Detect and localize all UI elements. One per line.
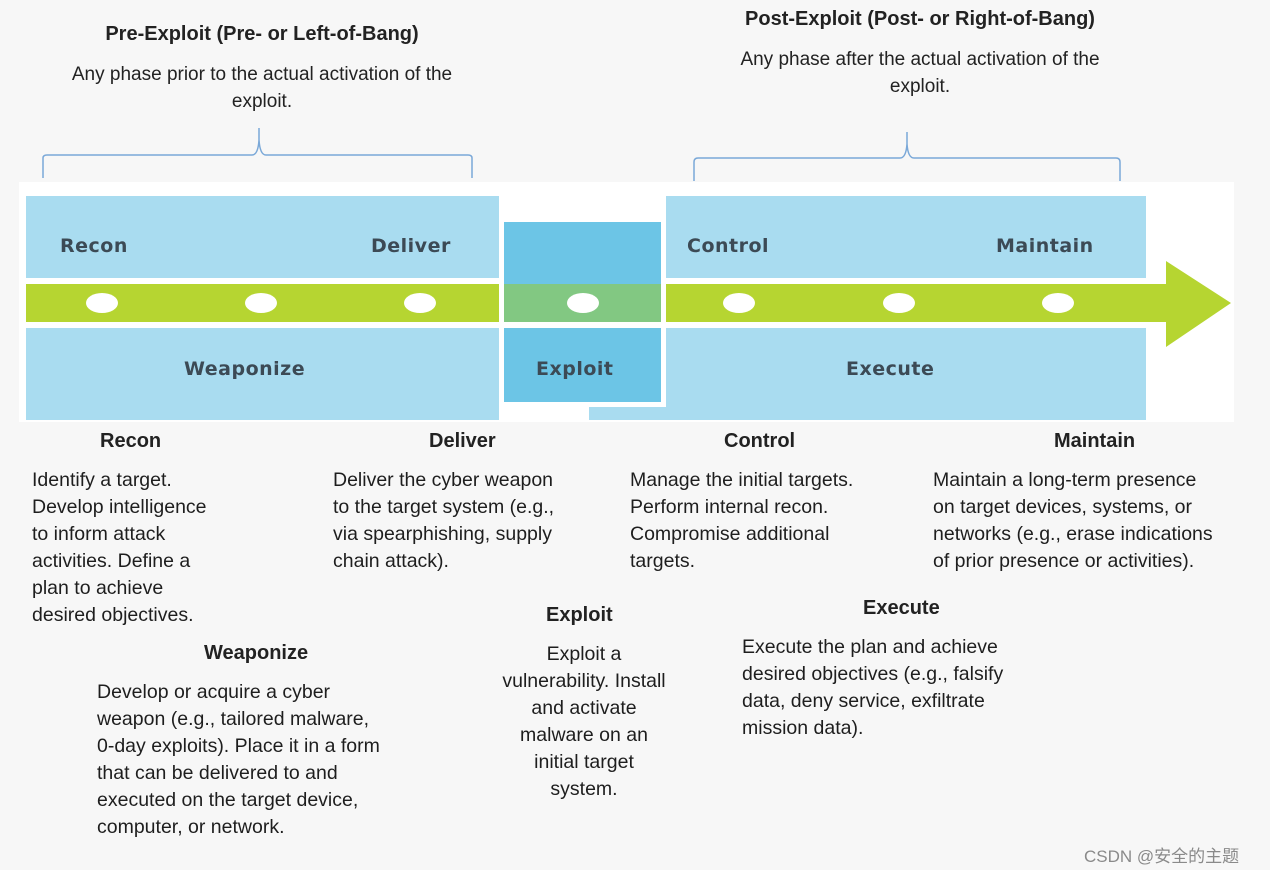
band-label-control: Control [687, 235, 770, 257]
step-title-maintain: Maintain [1054, 430, 1136, 452]
top-band-right [666, 196, 1146, 278]
post-exploit-bracket [693, 132, 1121, 181]
step-desc-recon: Identify a target. Develop intelligence … [32, 467, 272, 629]
step-desc-line: weapon (e.g., tailored malware, [97, 708, 370, 730]
band-label-deliver: Deliver [371, 235, 451, 257]
step-title-recon: Recon [100, 430, 162, 452]
exploit-box-top [504, 222, 661, 284]
step-desc-line: Exploit a [546, 643, 622, 665]
timeline-dot-6 [883, 293, 915, 313]
step-desc-line: 0-day exploits). Place it in a form [97, 735, 380, 757]
step-desc-line: computer, or network. [97, 816, 285, 838]
step-desc-line: targets. [630, 550, 696, 572]
step-desc-line: desired objectives (e.g., falsify [742, 663, 1004, 685]
timeline-dot-3 [404, 293, 436, 313]
timeline-dot-7 [1042, 293, 1074, 313]
step-desc-line: mission data). [742, 717, 864, 739]
step-desc-line: of prior presence or activities). [933, 550, 1195, 572]
timeline-dot-5 [723, 293, 755, 313]
pre-exploit-title: Pre-Exploit (Pre- or Left-of-Bang) [105, 23, 419, 45]
exploit-box-bottom [504, 328, 661, 402]
step-desc-line: Perform internal recon. [630, 496, 829, 518]
timeline-dot-1 [86, 293, 118, 313]
step-desc-execute: Execute the plan and achieve desired obj… [742, 634, 1062, 742]
pre-exploit-desc: Any phase prior to the actual activation… [12, 61, 512, 115]
bottom-band-left [26, 328, 499, 420]
step-desc-line: plan to achieve [32, 577, 164, 599]
kill-chain-band: Recon Deliver Control Maintain Weaponize… [19, 182, 1234, 422]
step-desc-line: executed on the target device, [97, 789, 359, 811]
post-exploit-desc-line2: exploit. [889, 76, 951, 97]
step-desc-line: activities. Define a [32, 550, 191, 572]
step-desc-line: to the target system (e.g., [333, 496, 555, 518]
pre-exploit-desc-line1: Any phase prior to the actual activation… [71, 64, 453, 85]
step-desc-weaponize: Develop or acquire a cyber weapon (e.g.,… [97, 679, 437, 841]
timeline-dot-2 [245, 293, 277, 313]
post-exploit-title: Post-Exploit (Post- or Right-of-Bang) [745, 8, 1095, 30]
watermark: CSDN @安全的主题 [1084, 847, 1240, 866]
step-desc-line: on target devices, systems, or [933, 496, 1193, 518]
step-desc-line: desired objectives. [32, 604, 194, 626]
top-band-left [26, 196, 499, 278]
step-desc-deliver: Deliver the cyber weapon to the target s… [333, 467, 623, 575]
step-desc-control: Manage the initial targets. Perform inte… [630, 467, 920, 575]
bottom-band-right [589, 328, 1146, 420]
step-desc-line: initial target [534, 751, 634, 773]
step-desc-exploit: Exploit a vulnerability. Install and act… [474, 641, 694, 803]
step-desc-line: Execute the plan and achieve [742, 636, 998, 658]
band-label-execute: Execute [846, 358, 935, 380]
step-desc-line: system. [550, 778, 618, 800]
step-desc-line: Manage the initial targets. [630, 469, 854, 491]
step-desc-line: networks (e.g., erase indications [933, 523, 1213, 545]
pre-exploit-desc-line2: exploit. [231, 91, 293, 112]
step-desc-line: Maintain a long-term presence [933, 469, 1197, 491]
post-exploit-desc: Any phase after the actual activation of… [670, 46, 1170, 100]
step-desc-line: via spearphishing, supply [333, 523, 552, 545]
post-exploit-desc-line1: Any phase after the actual activation of… [740, 49, 1100, 70]
step-desc-line: chain attack). [333, 550, 449, 572]
step-desc-line: that can be delivered to and [97, 762, 338, 784]
step-desc-line: vulnerability. Install [502, 670, 666, 692]
step-title-execute: Execute [863, 597, 940, 619]
step-desc-line: and activate [531, 697, 637, 719]
step-title-control: Control [724, 430, 796, 452]
band-label-maintain: Maintain [996, 235, 1094, 257]
step-desc-maintain: Maintain a long-term presence on target … [933, 467, 1268, 575]
step-desc-line: Compromise additional [630, 523, 830, 545]
step-desc-line: Deliver the cyber weapon [333, 469, 554, 491]
step-desc-line: malware on an [520, 724, 648, 746]
step-desc-line: data, deny service, exfiltrate [742, 690, 985, 712]
timeline-dot-4 [567, 293, 599, 313]
step-title-exploit: Exploit [546, 604, 613, 626]
step-title-deliver: Deliver [429, 430, 496, 452]
pre-exploit-bracket [42, 128, 473, 178]
step-desc-line: Develop intelligence [32, 496, 207, 518]
step-title-weaponize: Weaponize [204, 642, 309, 664]
step-desc-line: to inform attack [32, 523, 166, 545]
band-label-exploit: Exploit [536, 358, 614, 380]
band-label-weaponize: Weaponize [184, 358, 306, 380]
step-desc-line: Identify a target. [32, 469, 172, 491]
band-label-recon: Recon [60, 235, 128, 257]
step-desc-line: Develop or acquire a cyber [97, 681, 331, 703]
